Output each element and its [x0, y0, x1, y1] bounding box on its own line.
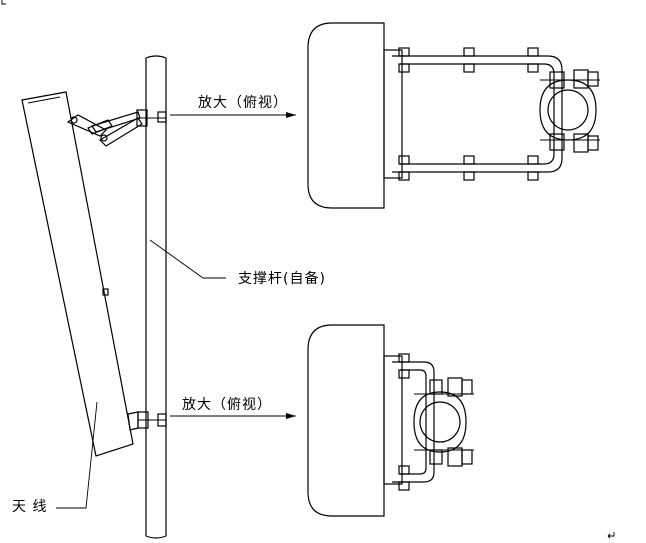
- magnify-label-top: 放大（俯视）: [198, 95, 288, 111]
- detail-top-view: [307, 22, 600, 209]
- antenna-label: 天 线: [12, 499, 48, 515]
- antenna-panel: [21, 91, 134, 457]
- detail-bottom-view: [307, 324, 474, 517]
- support-pole: [145, 55, 167, 539]
- magnify-arrow-bottom: [170, 413, 296, 419]
- corner-mark: [1, 0, 6, 5]
- antenna-leader: [56, 401, 98, 509]
- frame-bolts: [398, 47, 539, 181]
- support-pole-label: 支撑杆(自备): [238, 271, 326, 287]
- support-pole-leader: [149, 239, 226, 279]
- return-mark: [607, 532, 615, 539]
- magnify-label-bottom: 放大（俯视）: [182, 397, 272, 413]
- lower-mount-bracket: [127, 411, 167, 431]
- antenna-fixing-screw: [102, 288, 109, 296]
- frame-bolts-lower: [398, 353, 410, 491]
- magnify-arrow-top: [170, 112, 296, 118]
- upper-mount-bracket: [66, 109, 167, 147]
